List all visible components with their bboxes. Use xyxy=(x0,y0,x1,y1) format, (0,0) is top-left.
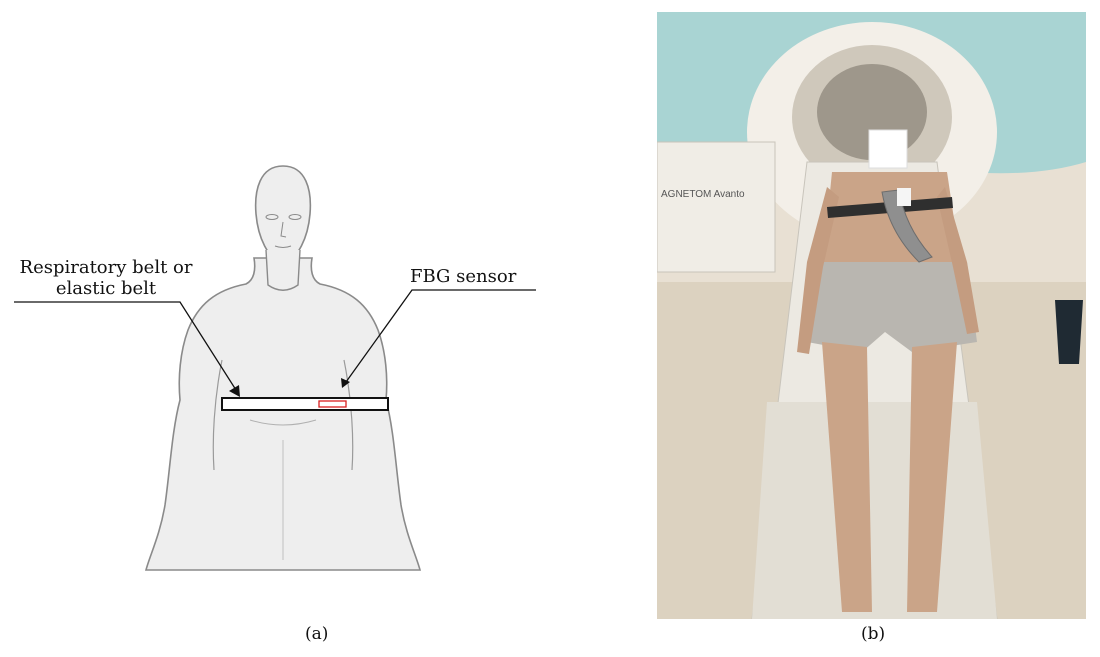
body-diagram xyxy=(0,0,640,653)
table-blanket xyxy=(752,402,997,619)
sensor-box xyxy=(897,188,911,206)
side-console xyxy=(657,142,775,272)
belt-label-line2: elastic belt xyxy=(6,278,206,299)
caption-b: (b) xyxy=(861,624,885,644)
caption-a: (a) xyxy=(305,624,328,644)
sensor-label: FBG sensor xyxy=(410,266,516,287)
respiratory-belt xyxy=(222,398,388,410)
belt-label-line1: Respiratory belt or xyxy=(6,257,206,278)
fbg-sensor xyxy=(319,401,346,407)
belt-label: Respiratory belt or elastic belt xyxy=(6,257,206,299)
neck xyxy=(266,250,300,290)
mri-photo-drawing: AGNETOM Avanto xyxy=(657,12,1086,619)
trash-bin xyxy=(1055,300,1083,364)
face-mask xyxy=(869,130,907,168)
diagram-panel-a: Respiratory belt or elastic belt FBG sen… xyxy=(0,0,640,653)
mri-photo: AGNETOM Avanto xyxy=(657,12,1086,619)
scanner-label: AGNETOM Avanto xyxy=(661,189,745,200)
